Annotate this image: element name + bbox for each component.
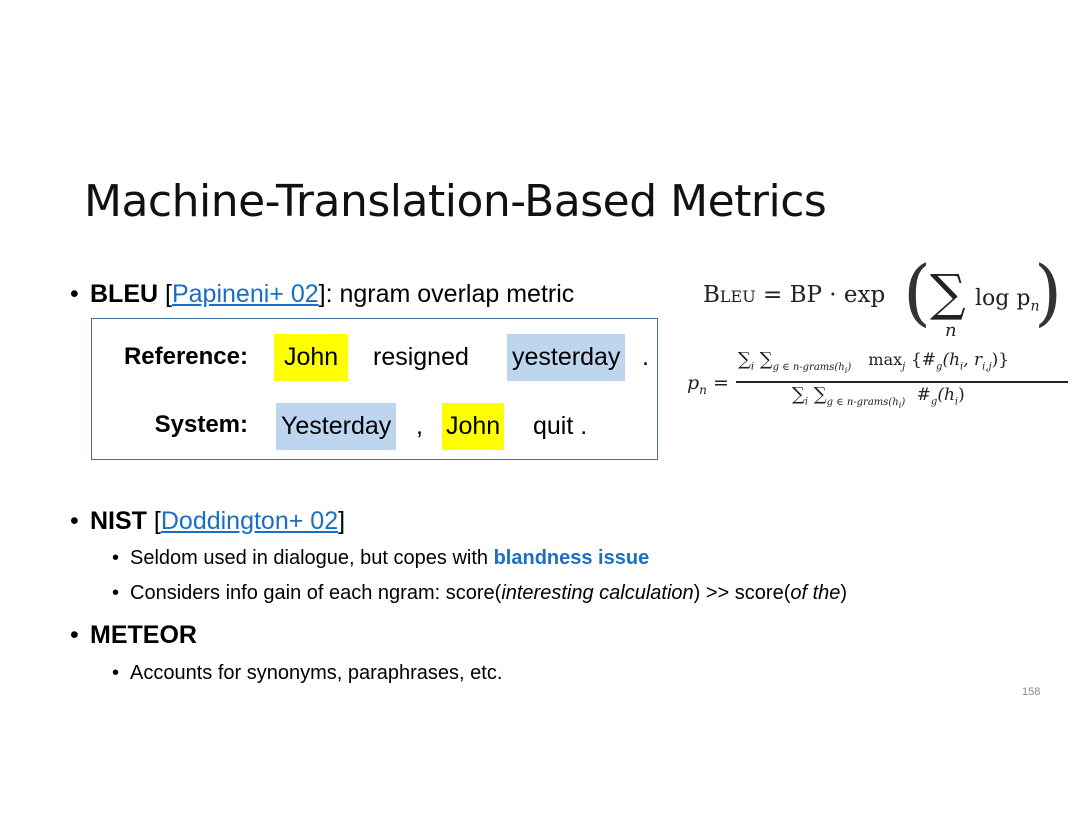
pn-formula-numerator: ∑i ∑g ∈ n-grams(hi) maxj {#g(hi, ri,j)}	[738, 349, 1010, 375]
citation-doddington-link[interactable]: Doddington+ 02	[160, 507, 339, 535]
nist-sub-bullet-2: •Considers info gain of each ngram: scor…	[112, 582, 848, 604]
reference-token-resigned: resigned	[373, 343, 469, 371]
bleu-example-box	[91, 318, 658, 460]
pn-formula-denominator: ∑i ∑g ∈ n-grams(hi) #g(hi)	[792, 384, 965, 410]
citation-papineni-link[interactable]: Papineni+ 02	[171, 280, 319, 308]
bullet-dot: •	[70, 621, 79, 649]
meteor-name: METEOR	[90, 621, 197, 649]
bullet-dot: •	[70, 280, 79, 308]
system-token-yesterday: Yesterday	[276, 403, 397, 450]
bleu-formula-term: log pn	[975, 286, 1040, 315]
sub-bullet-dot: •	[112, 662, 120, 684]
bracket-open: [	[153, 507, 161, 535]
reference-label: Reference:	[123, 343, 248, 370]
bullet-nist: • NIST [Doddington+ 02]	[70, 507, 345, 536]
bleu-description: ]: ngram overlap metric	[318, 280, 575, 308]
bullet-meteor: • METEOR	[70, 621, 197, 650]
bracket-close: ]	[338, 507, 346, 535]
reference-token-john: John	[274, 334, 349, 381]
reference-token-yesterday: yesterday	[507, 334, 626, 381]
bullet-bleu: • BLEU [Papineni+ 02]: ngram overlap metr…	[70, 280, 574, 309]
system-token-john: John	[442, 403, 505, 450]
bracket-open: [	[165, 280, 172, 308]
bullet-dot: •	[70, 507, 79, 535]
meteor-sub-bullet-1: •Accounts for synonyms, paraphrases, etc…	[112, 662, 503, 684]
nist-sub-bullet-1: •Seldom used in dialogue, but copes with…	[112, 547, 650, 569]
system-token-comma: ,	[416, 412, 423, 440]
blandness-issue-highlight: blandness issue	[493, 547, 650, 569]
bleu-formula-lhs: Bleu = BP · exp	[703, 282, 886, 308]
sub-bullet-dot: •	[112, 582, 120, 604]
bleu-formula-left-paren: (	[903, 250, 932, 334]
bleu-name: BLEU	[90, 280, 159, 308]
slide-title: Machine-Translation-Based Metrics	[84, 176, 827, 227]
bleu-formula-right-paren: )	[1034, 250, 1063, 334]
page-number: 158	[1022, 686, 1041, 698]
reference-token-period: .	[642, 343, 649, 371]
pn-formula-lhs: pn =	[687, 372, 729, 397]
pn-fraction-line	[736, 381, 1068, 383]
sub-bullet-dot: •	[112, 547, 120, 569]
system-label: System:	[154, 411, 248, 438]
bleu-formula-sum-sub: n	[945, 320, 957, 341]
nist-name: NIST	[90, 507, 147, 535]
bleu-formula-sum-symbol: ∑	[930, 264, 966, 322]
system-token-quit: quit .	[533, 412, 588, 440]
